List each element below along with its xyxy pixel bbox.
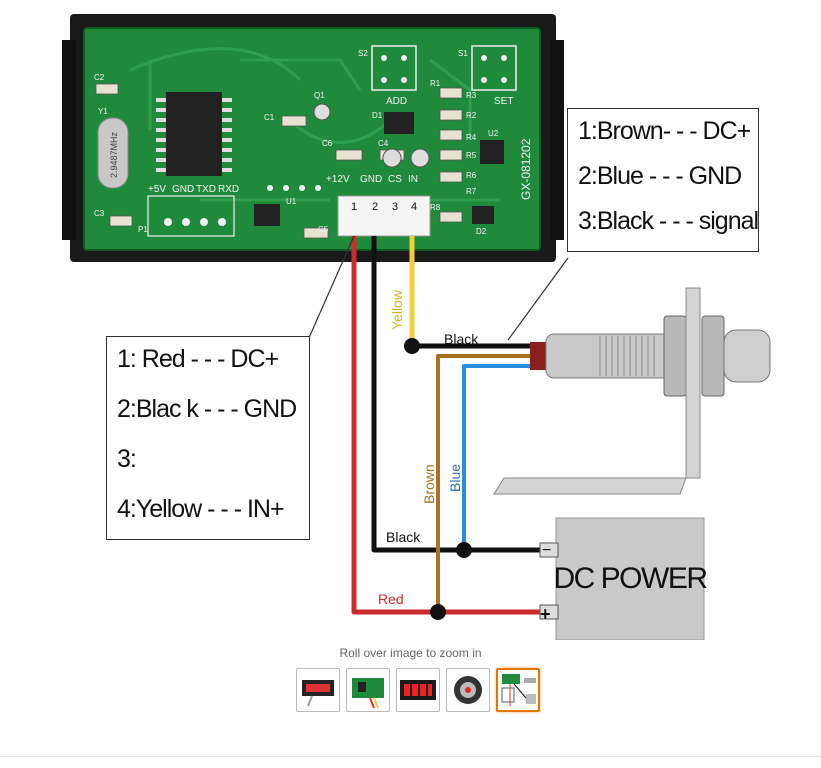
input-label-cs: CS (388, 174, 402, 185)
component-label-p1: P1 (138, 225, 148, 234)
black-wire-power (371, 236, 540, 553)
wire-label-brown: Brown (421, 464, 437, 504)
junction-dc-plus (430, 604, 446, 620)
thumb-red-display[interactable] (396, 668, 440, 712)
display-thumbnail-icon (302, 680, 334, 707)
board-model: GX-081202 (519, 138, 533, 200)
dc-power-label: DC POWER (554, 562, 708, 595)
thumbnail-strip (296, 668, 540, 712)
component-label-c4: C4 (378, 139, 389, 148)
pin-number-1: 1 (351, 201, 357, 213)
input-label-gnd: GND (360, 174, 382, 185)
thumb-pcb[interactable] (346, 668, 390, 712)
junction-gnd (456, 542, 472, 558)
section-divider (0, 756, 821, 757)
component-label-c3: C3 (94, 209, 105, 218)
thumb-display[interactable] (296, 668, 340, 712)
wiring-thumbnail-icon (501, 674, 536, 706)
component-label-q1: Q1 (314, 91, 325, 100)
wire-label-black-bottom: Black (386, 529, 421, 545)
meter-line-yellow: 4:Yellow - - - IN+ (117, 495, 285, 523)
main-ic-chip (166, 92, 222, 176)
header-label-5v: +5V (148, 184, 166, 195)
wiring-diagram: 2.9487MHz +5V GND (62, 14, 771, 641)
sensor-line-black: 3:Black - - - signal (578, 207, 759, 235)
switch-s1 (471, 45, 517, 91)
thumb-wiring[interactable] (496, 668, 540, 712)
dc-minus-symbol: − (542, 542, 551, 559)
red-display-thumbnail-icon (400, 680, 436, 700)
component-label-r8: R8 (430, 203, 441, 212)
brown-wire (436, 354, 540, 612)
pin-number-4: 4 (411, 201, 417, 213)
switch-label-s1: S1 (458, 49, 468, 58)
component-label-r1: R1 (430, 79, 441, 88)
pcb-board (84, 28, 540, 250)
meter-line-black: 2:Blac k - - - GND (117, 395, 297, 423)
component-label-r2: R2 (466, 111, 477, 120)
switch-s2 (371, 45, 417, 91)
component-label-c2: C2 (94, 73, 105, 82)
component-label-r3: R3 (466, 91, 477, 100)
pin-number-2: 2 (372, 201, 378, 213)
component-label-c1: C1 (264, 113, 275, 122)
header-label-rxd: RXD (218, 184, 239, 195)
wire-label-blue: Blue (447, 464, 463, 492)
mounting-bracket (493, 287, 701, 495)
component-label-u1: U1 (286, 197, 297, 206)
component-label-r5: R5 (466, 151, 477, 160)
crystal-oscillator (97, 117, 129, 189)
meter-line-red: 1: Red - - - DC+ (117, 345, 279, 373)
component-label-u2: U2 (488, 129, 499, 138)
sensor-line-brown: 1:Brown- - - DC+ (578, 117, 751, 145)
input-label-12v: +12V (326, 174, 350, 185)
thumb-sensor[interactable] (446, 668, 490, 712)
sensor-line-blue: 2:Blue - - - GND (578, 162, 742, 190)
wire-label-yellow: Yellow (389, 289, 405, 330)
meter-wiring-box: 1: Red - - - DC+ 2:Blac k - - - GND 3: 4… (106, 336, 310, 540)
switch-label-s2: S2 (358, 49, 368, 58)
meter-line-3: 3: (117, 445, 137, 473)
header-label-txd: TXD (196, 184, 216, 195)
wire-label-red: Red (378, 591, 404, 607)
wire-label-black-top: Black (444, 331, 479, 347)
sensor-wiring-box: 1:Brown- - - DC+ 2:Blue - - - GND 3:Blac… (567, 108, 759, 252)
junction-signal (404, 338, 420, 354)
component-label-r4: R4 (466, 133, 477, 142)
zoom-hint: Roll over image to zoom in (339, 646, 482, 660)
component-label-c5: C5 (318, 225, 329, 234)
sensor-thumbnail-icon (454, 676, 482, 704)
pcb-thumbnail-icon (352, 678, 384, 709)
button-label-add: ADD (386, 96, 407, 107)
component-label-r6: R6 (466, 171, 477, 180)
proximity-sensor (545, 333, 677, 379)
component-label-r7: R7 (466, 187, 477, 196)
button-label-set: SET (494, 96, 513, 107)
product-image[interactable]: 2.9487MHz +5V GND (0, 0, 821, 641)
red-wire (351, 236, 540, 615)
wire-connector (337, 195, 431, 237)
crystal-text: 2.9487MHz (109, 131, 119, 178)
component-label-c6: C6 (322, 139, 333, 148)
component-label-d1: D1 (372, 111, 383, 120)
dc-plus-symbol: + (540, 604, 551, 624)
input-label-in: IN (408, 174, 418, 185)
dc-power-supply (555, 517, 705, 641)
blue-wire (462, 364, 540, 550)
pin-number-3: 3 (392, 201, 398, 213)
header-label-gnd: GND (172, 184, 194, 195)
component-label-d2: D2 (476, 227, 487, 236)
component-label-y1: Y1 (98, 107, 108, 116)
